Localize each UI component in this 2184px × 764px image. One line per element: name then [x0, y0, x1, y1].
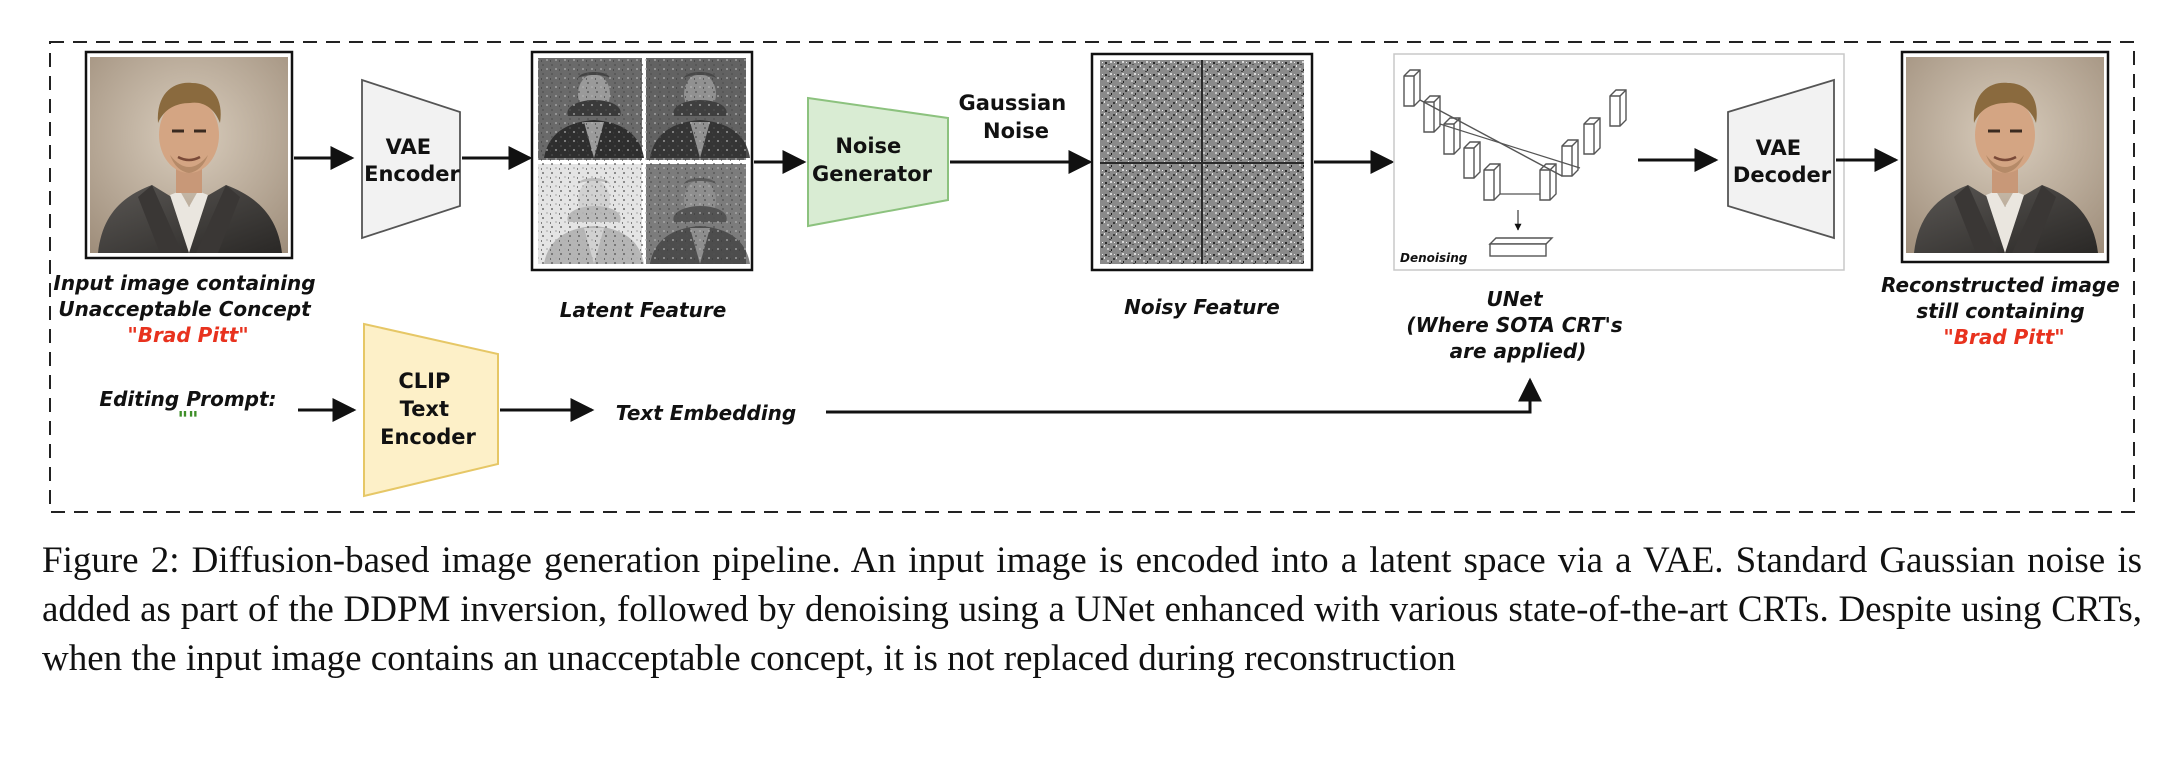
input-image [84, 50, 294, 260]
noisy-feature-label: Noisy Feature [1124, 295, 1280, 319]
text-embedding-label: Text Embedding [616, 401, 796, 425]
vae-encoder-label: VAE Encoder [364, 135, 460, 186]
figure-caption: Figure 2: Diffusion-based image generati… [42, 540, 2142, 679]
editing-prompt-value: "" [178, 407, 199, 431]
noise-generator-block [807, 96, 949, 228]
output-image [1900, 50, 2110, 264]
output-label: Reconstructed image still containing "Br… [1881, 273, 2127, 349]
latent-feature-label: Latent Feature [560, 298, 727, 322]
arrow-embedding-to-unet [826, 377, 1542, 414]
gaussian-noise-label: Gaussian Noise [959, 91, 1074, 143]
vae-decoder-label: VAE Decoder [1733, 136, 1832, 187]
latent-feature-image [530, 50, 754, 272]
vae-decoder-block [1727, 78, 1835, 240]
input-label: Input image containing Unacceptable Conc… [53, 271, 322, 347]
noisy-feature-image [1090, 52, 1314, 272]
pipeline-diagram: Input image containing Unacceptable Conc… [49, 41, 2135, 513]
unet-label: UNet (Where SOTA CRT's are applied) [1406, 287, 1629, 363]
noise-generator-label: Noise Generator [812, 134, 933, 186]
clip-text-encoder-block [363, 322, 499, 498]
denoising-tag: Denoising [1400, 251, 1468, 265]
editing-prompt-label: Editing Prompt: [99, 387, 276, 411]
clip-text-encoder-label: CLIP Text Encoder [380, 369, 476, 449]
vae-encoder-block [361, 78, 461, 240]
dashed-frame [49, 41, 2135, 513]
